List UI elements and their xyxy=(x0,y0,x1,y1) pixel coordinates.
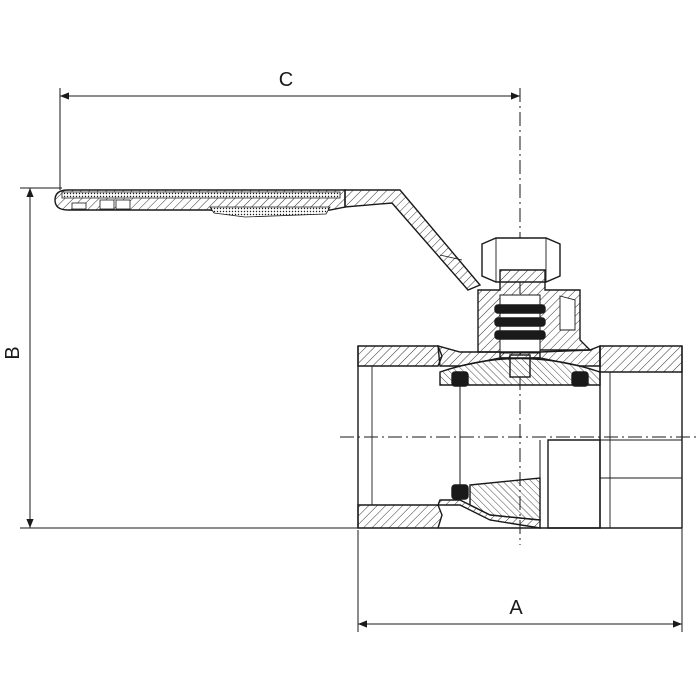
left-end-thread-bottom xyxy=(357,504,443,529)
handle-grip-cover xyxy=(61,191,341,199)
dimension-label-a: A xyxy=(509,597,523,619)
handle-slot-2 xyxy=(99,199,115,210)
dimension-b xyxy=(20,187,370,529)
seat-top-left xyxy=(451,371,469,387)
dimension-label-b: B xyxy=(2,346,24,359)
right-end-thread-top xyxy=(599,345,683,373)
handle-bent-arm xyxy=(344,189,482,291)
seat-top-right xyxy=(571,371,589,387)
handle-slot-1 xyxy=(71,202,87,210)
right-insert xyxy=(547,439,601,529)
o-ring-3 xyxy=(494,330,546,340)
dimension-c xyxy=(59,88,521,545)
body-bottom-wall xyxy=(436,499,541,529)
handle-grip-underside xyxy=(209,206,331,218)
stem-assembly xyxy=(477,237,592,378)
dimension-label-c: C xyxy=(279,69,293,91)
handle-slot-3 xyxy=(115,199,131,210)
o-ring-1 xyxy=(494,304,546,314)
bonnet-stop xyxy=(559,295,576,331)
left-end-thread-top xyxy=(357,345,443,367)
o-ring-2 xyxy=(494,317,546,327)
handle-arm-detail xyxy=(439,254,463,261)
lever-handle xyxy=(54,189,482,291)
seat-bottom-left xyxy=(451,484,469,500)
